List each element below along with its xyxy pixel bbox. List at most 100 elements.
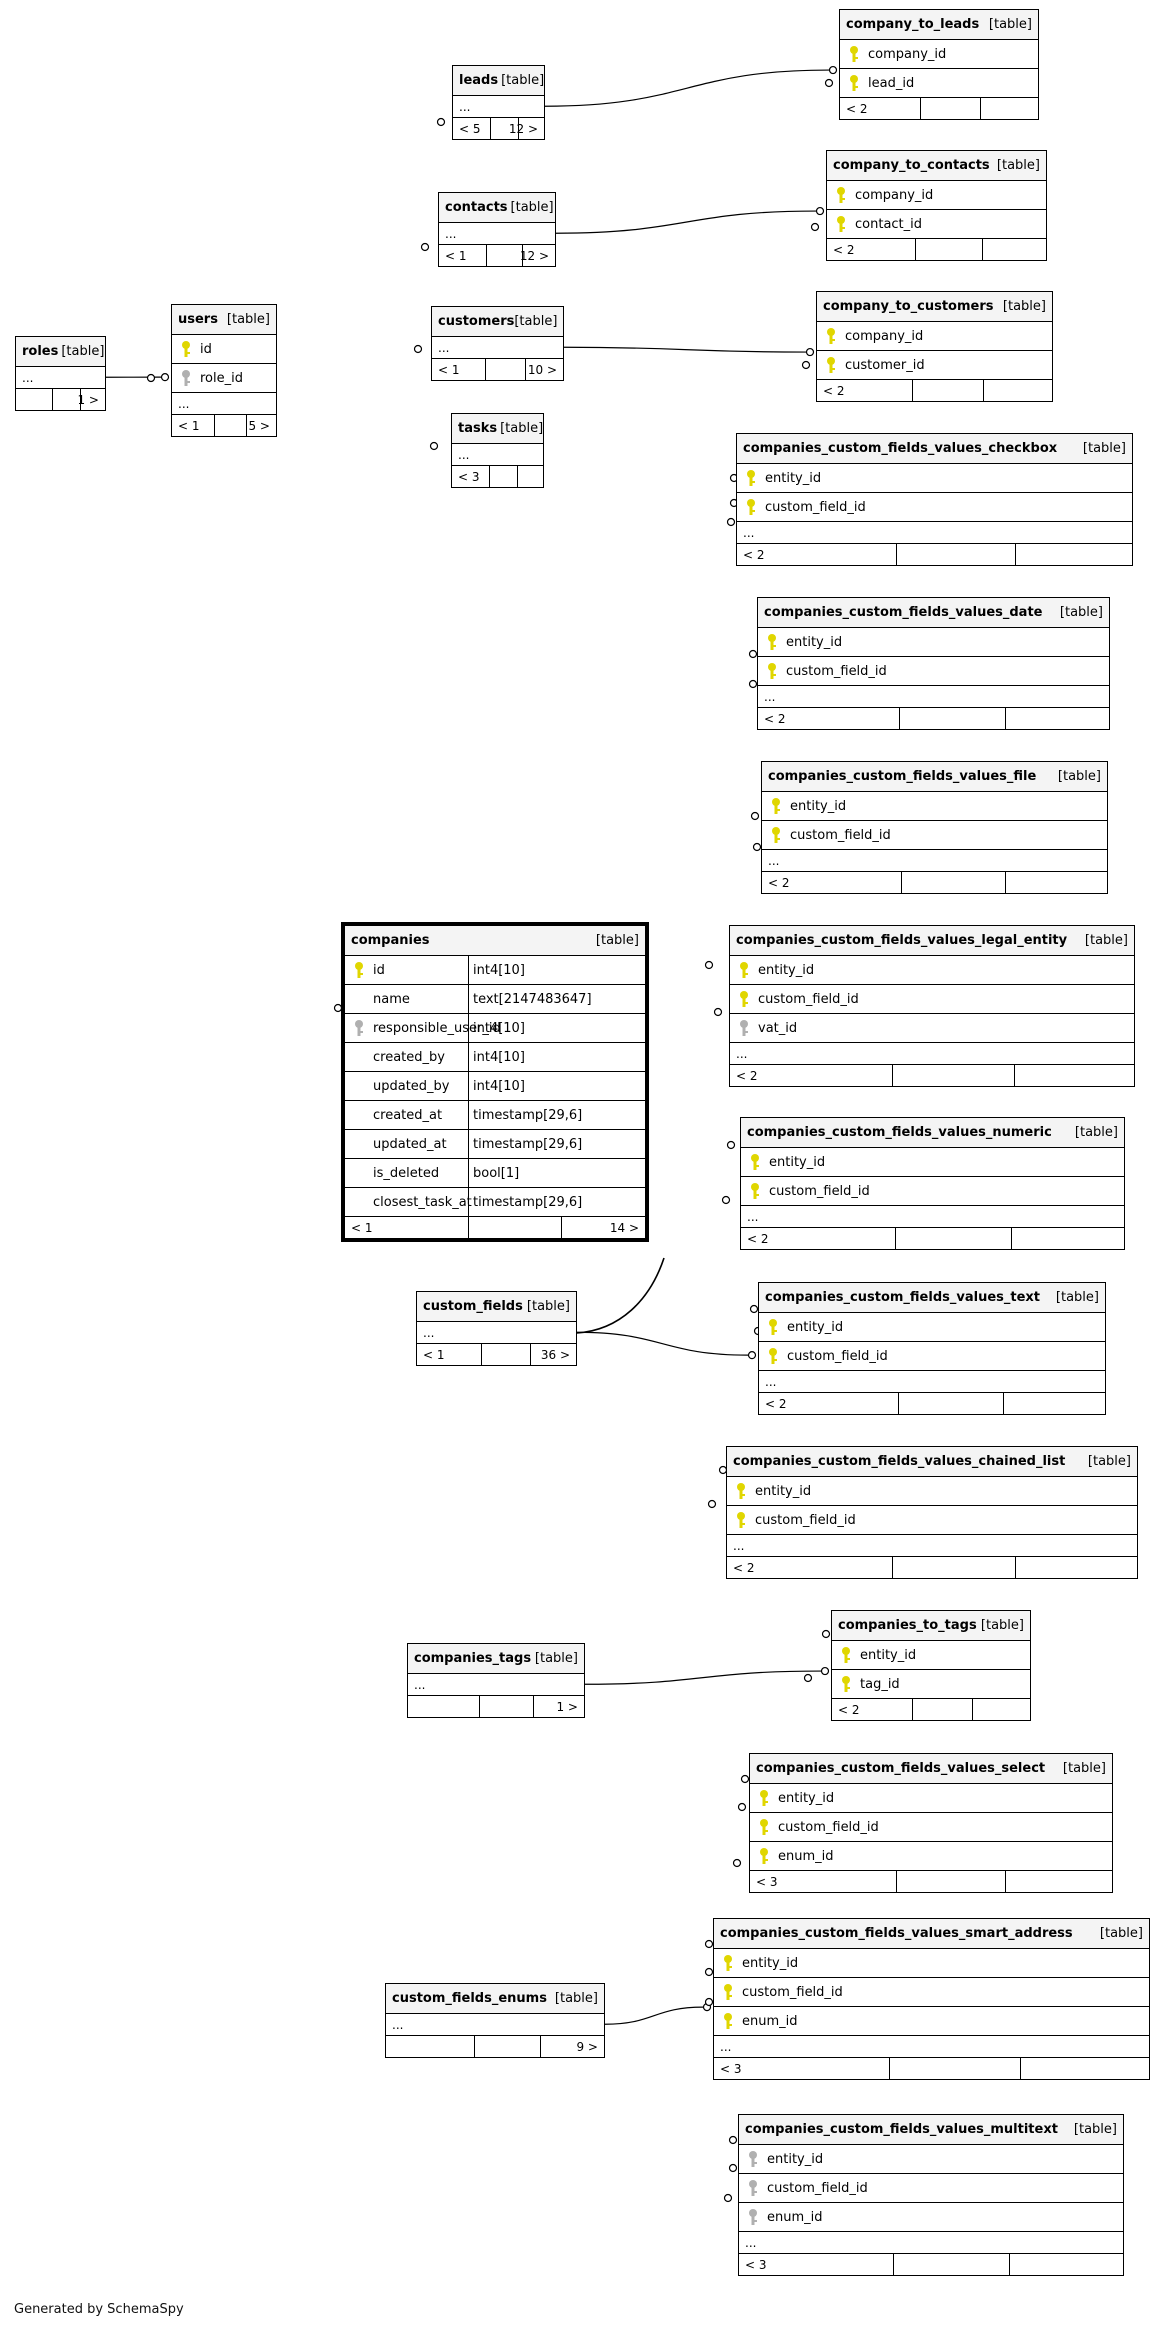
parent-count[interactable]: < 1: [445, 248, 467, 263]
table-companies-custom-fields-values-date[interactable]: companies_custom_fields_values_date[tabl…: [757, 597, 1110, 730]
table-companies-custom-fields-values-chained-list[interactable]: companies_custom_fields_values_chained_l…: [726, 1446, 1138, 1579]
column-row[interactable]: entity_id: [727, 1476, 1137, 1505]
column-row[interactable]: custom_field_id: [750, 1812, 1112, 1841]
parent-count[interactable]: < 3: [458, 469, 480, 484]
parent-count[interactable]: < 1: [423, 1347, 445, 1362]
column-row[interactable]: custom_field_id: [739, 2173, 1123, 2202]
column-row[interactable]: custom_field_id: [741, 1176, 1124, 1205]
parent-count[interactable]: < 2: [768, 875, 790, 890]
parent-count[interactable]: < 3: [756, 1874, 778, 1889]
column-row[interactable]: custom_field_id: [727, 1505, 1137, 1534]
column-row[interactable]: company_id: [827, 180, 1046, 209]
column-row[interactable]: custom_field_id: [759, 1341, 1105, 1370]
child-count[interactable]: 9 >: [576, 2039, 598, 2054]
column-row[interactable]: enum_id: [750, 1841, 1112, 1870]
table-kind-label: [table]: [988, 17, 1032, 32]
table-roles[interactable]: roles[table]...1 >: [15, 336, 106, 411]
column-row[interactable]: enum_id: [739, 2202, 1123, 2231]
column-row[interactable]: entity_id: [762, 791, 1107, 820]
column-row[interactable]: role_id: [172, 363, 276, 392]
table-companies-custom-fields-values-file[interactable]: companies_custom_fields_values_file[tabl…: [761, 761, 1108, 894]
column-row[interactable]: entity_id: [741, 1147, 1124, 1176]
column-row[interactable]: entity_id: [714, 1948, 1149, 1977]
parent-count[interactable]: < 1: [351, 1220, 373, 1235]
parent-count[interactable]: < 2: [833, 242, 855, 257]
table-tasks[interactable]: tasks[table]...< 3: [451, 413, 544, 488]
footer-divider: [1015, 544, 1016, 565]
column-row[interactable]: custom_field_id: [762, 820, 1107, 849]
parent-count[interactable]: < 3: [745, 2257, 767, 2272]
child-count[interactable]: 12 >: [519, 248, 549, 263]
child-count[interactable]: 5 >: [248, 418, 270, 433]
table-companies-custom-fields-values-select[interactable]: companies_custom_fields_values_select[ta…: [749, 1753, 1113, 1893]
column-row[interactable]: custom_field_id: [730, 984, 1134, 1013]
parent-count[interactable]: < 2: [747, 1231, 769, 1246]
parent-count[interactable]: < 2: [823, 383, 845, 398]
child-count[interactable]: 14 >: [609, 1220, 639, 1235]
child-count[interactable]: 36 >: [540, 1347, 570, 1362]
table-name: companies_tags: [414, 1651, 532, 1666]
table-companies-custom-fields-values-checkbox[interactable]: companies_custom_fields_values_checkbox[…: [736, 433, 1133, 566]
column-row[interactable]: custom_field_id: [737, 492, 1132, 521]
table-companies-custom-fields-values-text[interactable]: companies_custom_fields_values_text[tabl…: [758, 1282, 1106, 1415]
parent-count[interactable]: < 2: [733, 1560, 755, 1575]
parent-count[interactable]: < 5: [459, 121, 481, 136]
column-row[interactable]: enum_id: [714, 2006, 1149, 2035]
column-row[interactable]: entity_id: [737, 463, 1132, 492]
column-row[interactable]: entity_id: [758, 627, 1109, 656]
table-companies-tags[interactable]: companies_tags[table]...1 >: [407, 1643, 585, 1718]
column-row[interactable]: vat_id: [730, 1013, 1134, 1042]
parent-count[interactable]: < 3: [720, 2061, 742, 2076]
column-row[interactable]: company_id: [817, 321, 1052, 350]
column-row[interactable]: tag_id: [832, 1669, 1030, 1698]
child-count[interactable]: 1 >: [77, 392, 99, 407]
column-row[interactable]: entity_id: [750, 1783, 1112, 1812]
column-row[interactable]: entity_id: [759, 1312, 1105, 1341]
table-companies-custom-fields-values-smart-address[interactable]: companies_custom_fields_values_smart_add…: [713, 1918, 1150, 2080]
column-row[interactable]: contact_id: [827, 209, 1046, 238]
parent-count[interactable]: < 2: [765, 1396, 787, 1411]
table-custom-fields-enums[interactable]: custom_fields_enums[table]...9 >: [385, 1983, 605, 2058]
column-row[interactable]: id: [172, 334, 276, 363]
parent-count[interactable]: < 2: [838, 1702, 860, 1717]
child-count[interactable]: 10 >: [527, 362, 557, 377]
column-row[interactable]: entity_id: [832, 1640, 1030, 1669]
table-companies-custom-fields-values-multitext[interactable]: companies_custom_fields_values_multitext…: [738, 2114, 1124, 2276]
child-count[interactable]: 1 >: [556, 1699, 578, 1714]
parent-count[interactable]: < 2: [743, 547, 765, 562]
child-count[interactable]: 12 >: [508, 121, 538, 136]
column-row[interactable]: custom_field_id: [758, 656, 1109, 685]
column-row[interactable]: customer_id: [817, 350, 1052, 379]
column-row[interactable]: company_id: [840, 39, 1038, 68]
parent-count[interactable]: < 2: [846, 101, 868, 116]
column-row[interactable]: entity_id: [739, 2144, 1123, 2173]
column-row[interactable]: lead_id: [840, 68, 1038, 97]
parent-count[interactable]: < 2: [736, 1068, 758, 1083]
parent-count[interactable]: < 1: [438, 362, 460, 377]
table-companies-custom-fields-values-legal-entity[interactable]: companies_custom_fields_values_legal_ent…: [729, 925, 1135, 1087]
parent-count[interactable]: < 1: [178, 418, 200, 433]
column-row[interactable]: custom_field_id: [714, 1977, 1149, 2006]
table-companies-custom-fields-values-numeric[interactable]: companies_custom_fields_values_numeric[t…: [740, 1117, 1125, 1250]
parent-count[interactable]: < 2: [764, 711, 786, 726]
column-row[interactable]: entity_id: [730, 955, 1134, 984]
